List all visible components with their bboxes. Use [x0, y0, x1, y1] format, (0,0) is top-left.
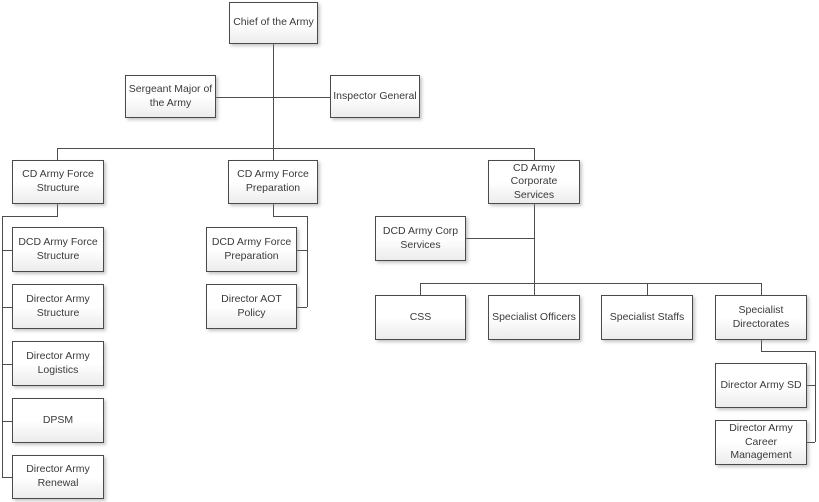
- connector-sd-stub-2: [807, 442, 815, 443]
- connector-sd-spine-top: [761, 340, 762, 351]
- connector-fs-spine: [2, 216, 3, 477]
- connector-fp-spine-top: [273, 204, 274, 216]
- node-label: Director AOT Policy: [221, 292, 282, 319]
- connector-level2-distribution: [57, 148, 535, 149]
- node-specialist-officers: Specialist Officers: [488, 295, 580, 340]
- node-label: Specialist Officers: [492, 310, 576, 323]
- connector-drop-corporate-services: [534, 148, 535, 160]
- node-director-army-career-management: Director Army Career Management: [715, 420, 807, 465]
- node-label: DCD Army Force Structure: [18, 235, 98, 262]
- node-label: CD Army Corporate Services: [510, 161, 558, 201]
- connector-drop-specialist-officers: [534, 283, 535, 295]
- node-label: Inspector General: [333, 89, 417, 102]
- node-label: Director Army Career Management: [729, 422, 793, 462]
- node-director-army-logistics: Director Army Logistics: [12, 341, 104, 386]
- connector-fs-stub-1: [2, 250, 12, 251]
- node-label: Chief of the Army: [233, 16, 314, 29]
- node-director-army-renewal: Director Army Renewal: [12, 455, 104, 499]
- connector-fp-stub-1: [297, 250, 307, 251]
- node-cd-army-force-structure: CD Army Force Structure: [12, 160, 104, 204]
- node-label: Director Army Renewal: [26, 463, 90, 489]
- node-label: Sergeant Major of the Army: [128, 82, 213, 109]
- connector-fp-spine: [307, 216, 308, 307]
- node-label: DPSM: [42, 413, 74, 426]
- node-director-army-sd: Director Army SD: [715, 363, 807, 408]
- node-specialist-staffs: Specialist Staffs: [601, 295, 693, 340]
- node-cd-army-force-preparation: CD Army Force Preparation: [228, 160, 318, 204]
- connector-drop-force-preparation: [273, 148, 274, 160]
- connector-sd-spine: [815, 351, 816, 442]
- connector-sd-spine-elbow: [761, 351, 815, 352]
- node-dcd-army-force-preparation: DCD Army Force Preparation: [206, 227, 297, 272]
- connector-chief-down: [273, 44, 274, 148]
- node-cd-army-corporate-services: CD Army Corporate Services: [488, 160, 580, 204]
- node-chief-of-the-army: Chief of the Army: [229, 2, 318, 44]
- node-label: Specialist Directorates: [732, 303, 790, 330]
- connector-fs-stub-5: [2, 477, 12, 478]
- node-dcd-army-force-structure: DCD Army Force Structure: [12, 227, 104, 272]
- node-sergeant-major-of-the-army: Sergeant Major of the Army: [125, 75, 216, 118]
- node-css: CSS: [375, 295, 466, 340]
- connector-sd-stub-1: [807, 385, 815, 386]
- node-label: Director Army Logistics: [26, 349, 90, 376]
- node-label: Director Army SD: [720, 378, 802, 391]
- node-label: DCD Army Force Preparation: [211, 235, 292, 262]
- node-dcd-army-corp-services: DCD Army Corp Services: [375, 216, 466, 261]
- node-director-army-structure: Director Army Structure: [12, 284, 104, 329]
- connector-fs-stub-4: [2, 421, 12, 422]
- connector-drop-force-structure: [57, 148, 58, 160]
- node-label: CD Army Force Preparation: [237, 168, 309, 194]
- connector-staff-row: [216, 97, 331, 98]
- connector-fs-stub-3: [2, 364, 12, 365]
- connector-fp-spine-elbow: [273, 216, 308, 217]
- connector-fs-stub-2: [2, 307, 12, 308]
- connector-cs-spine: [534, 204, 535, 283]
- node-label: DCD Army Corp Services: [382, 224, 459, 251]
- node-label: Director Army Structure: [26, 292, 90, 319]
- connector-drop-css: [420, 283, 421, 295]
- connector-cs-distribution: [420, 283, 761, 284]
- node-label: CD Army Force Structure: [22, 168, 94, 194]
- node-dpsm: DPSM: [12, 398, 104, 443]
- node-director-aot-policy: Director AOT Policy: [206, 284, 297, 329]
- connector-drop-specialist-staffs: [647, 283, 648, 295]
- connector-fs-spine-elbow: [2, 216, 58, 217]
- connector-fp-stub-2: [297, 307, 307, 308]
- connector-drop-specialist-directorates: [761, 283, 762, 295]
- connector-fs-spine-top: [57, 204, 58, 216]
- node-specialist-directorates: Specialist Directorates: [715, 295, 807, 340]
- node-label: Specialist Staffs: [609, 310, 685, 323]
- connector-dcd-corp-stub: [466, 238, 534, 239]
- node-inspector-general: Inspector General: [330, 75, 420, 118]
- node-label: CSS: [409, 310, 432, 323]
